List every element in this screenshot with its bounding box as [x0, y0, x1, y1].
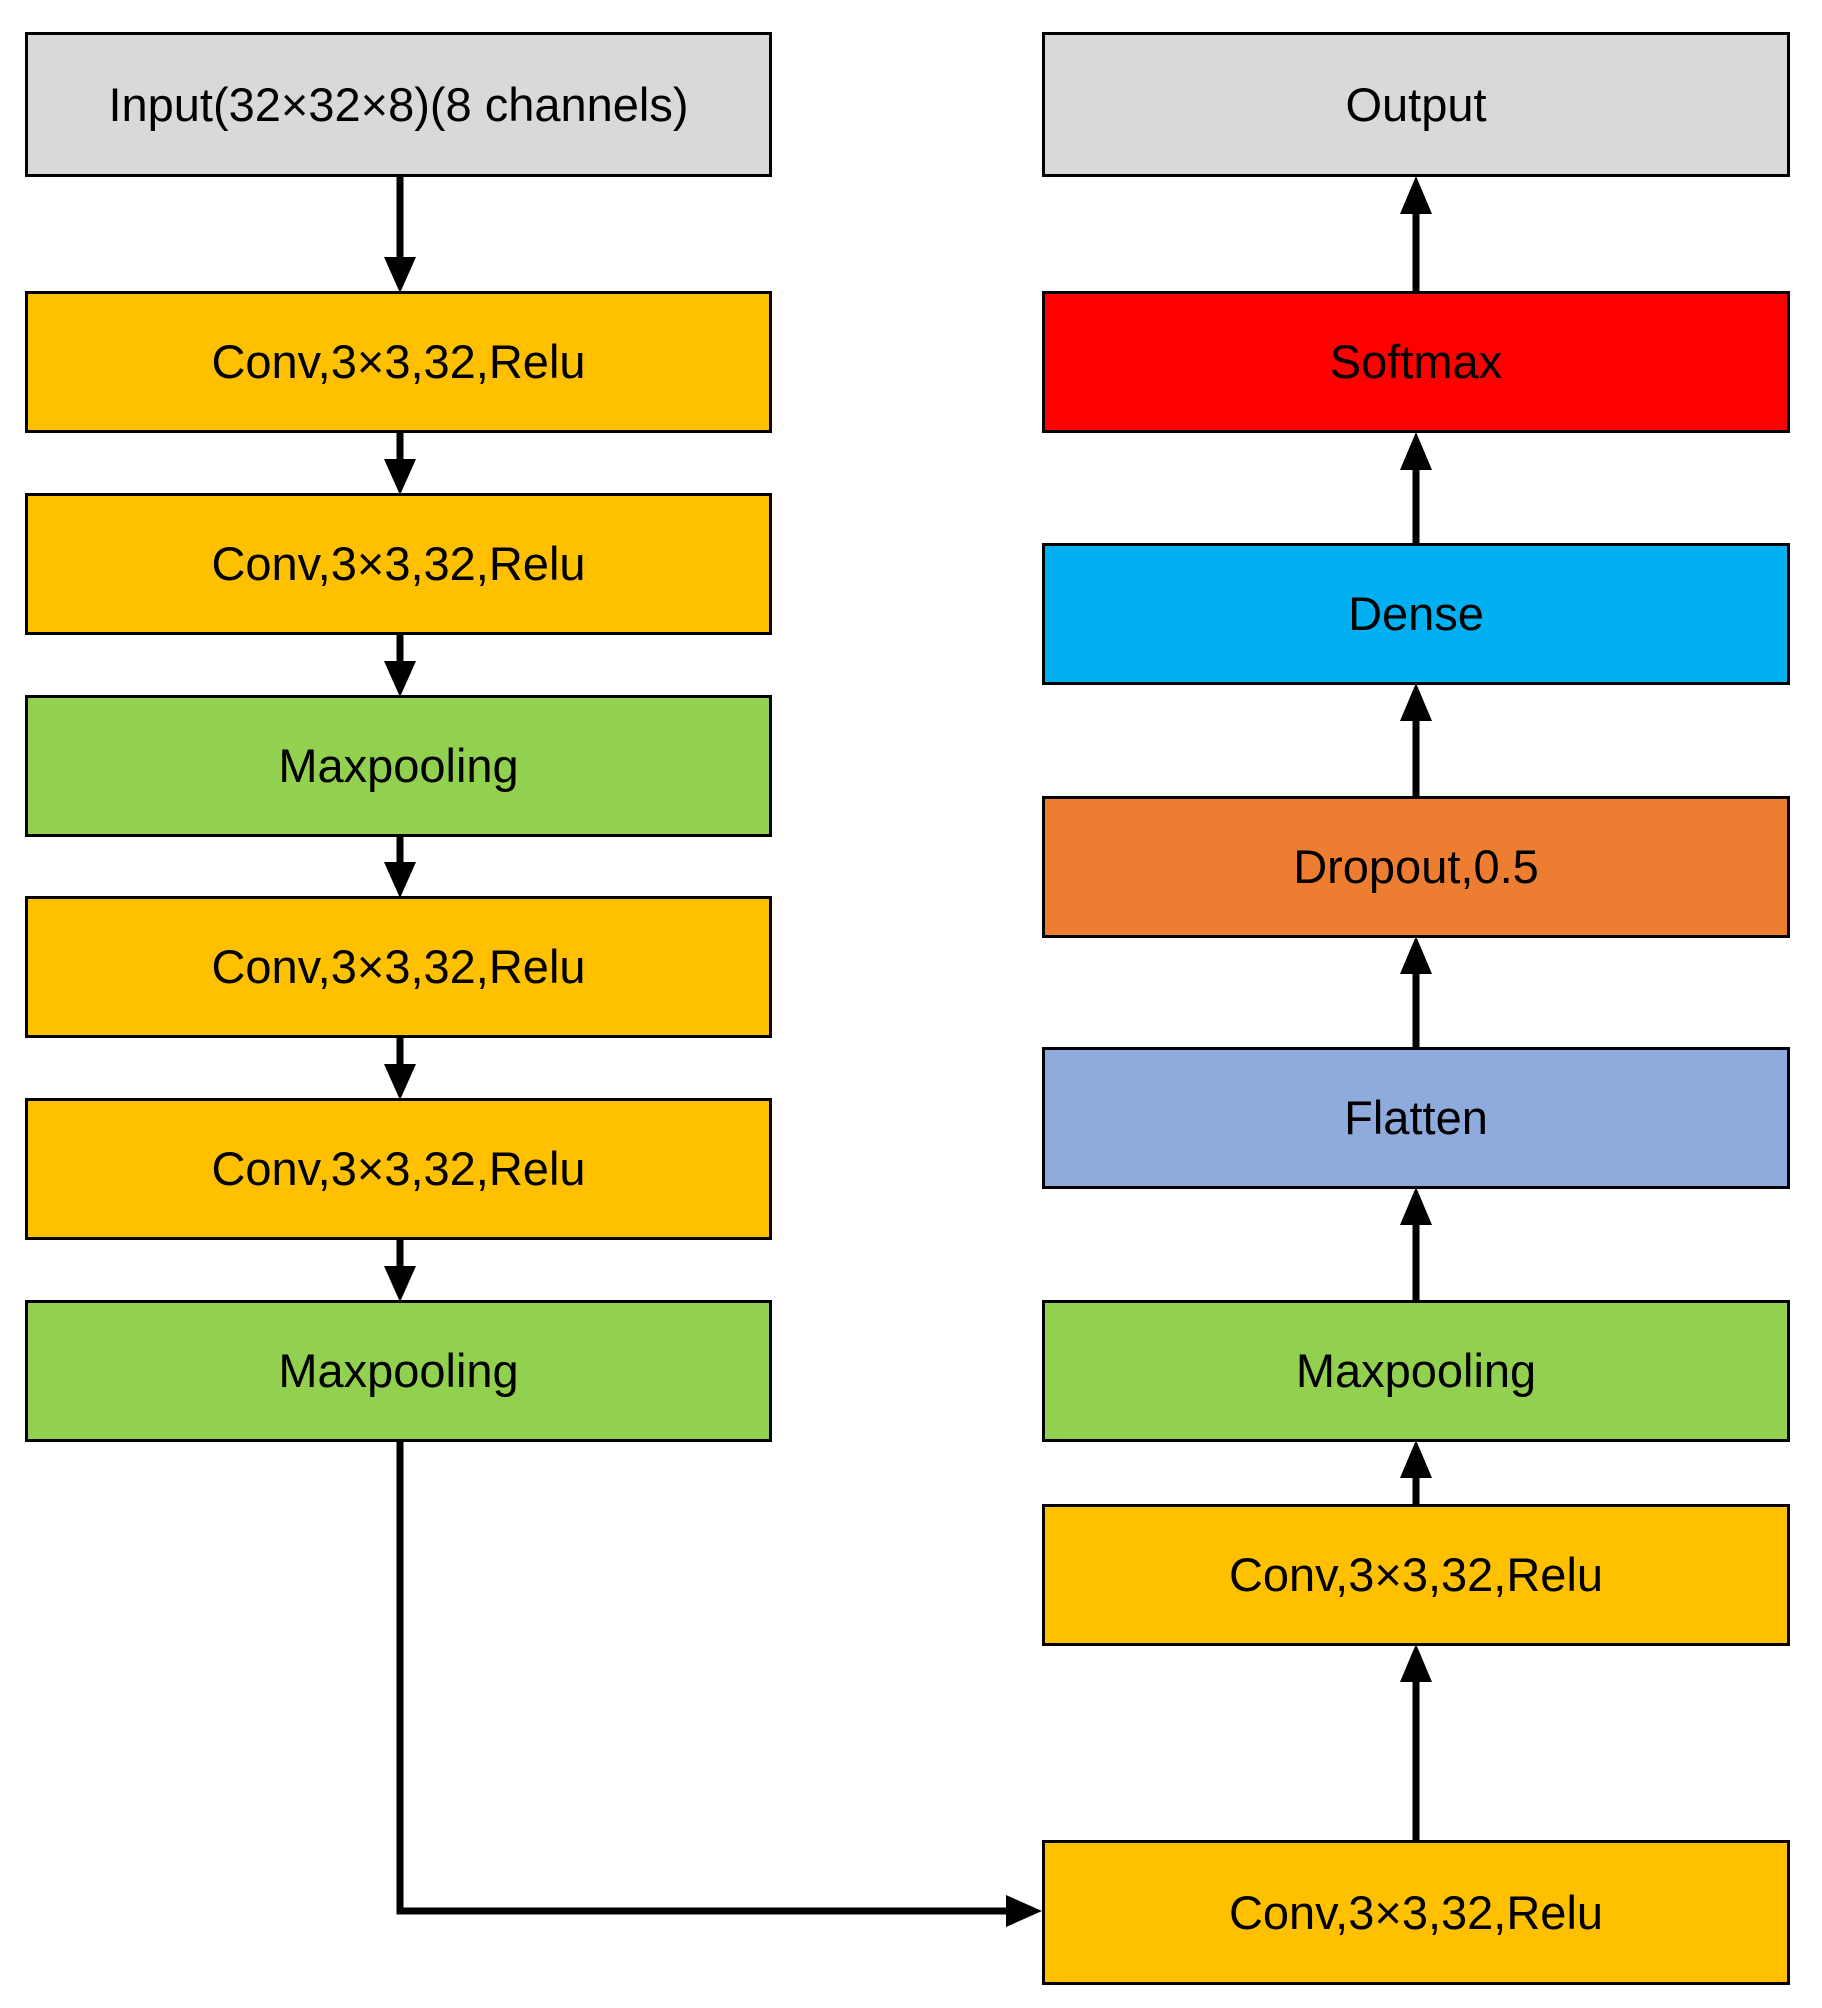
node-dense[interactable]: Dense: [1042, 543, 1790, 685]
node-pool2[interactable]: Maxpooling: [25, 1300, 772, 1442]
arrow-conv6-to-pool3: [1396, 1438, 1436, 1506]
arrow-conv2-to-pool1: [380, 633, 420, 699]
node-conv1-label: Conv,3×3,32,Relu: [211, 335, 586, 389]
arrow-conv1-to-conv2: [380, 431, 420, 497]
node-output[interactable]: Output: [1042, 32, 1790, 177]
node-conv1[interactable]: Conv,3×3,32,Relu: [25, 291, 772, 433]
arrow-flatten-to-dropout: [1396, 934, 1436, 1050]
node-input[interactable]: Input(32×32×8)(8 channels): [25, 32, 772, 177]
node-conv3[interactable]: Conv,3×3,32,Relu: [25, 896, 772, 1038]
node-flatten[interactable]: Flatten: [1042, 1047, 1790, 1189]
arrow-conv4-to-pool2: [380, 1238, 420, 1304]
node-output-label: Output: [1345, 77, 1487, 131]
node-conv6-label: Conv,3×3,32,Relu: [1228, 1548, 1604, 1602]
node-conv5-label: Conv,3×3,32,Relu: [1228, 1885, 1604, 1939]
node-pool1[interactable]: Maxpooling: [25, 695, 772, 837]
arrow-pool3-to-flatten: [1396, 1185, 1436, 1303]
node-dropout[interactable]: Dropout,0.5: [1042, 796, 1790, 938]
node-dropout-label: Dropout,0.5: [1293, 840, 1539, 894]
node-pool3[interactable]: Maxpooling: [1042, 1300, 1790, 1442]
node-softmax-label: Softmax: [1329, 335, 1503, 389]
arrow-input-to-conv1: [380, 175, 420, 295]
node-input-label: Input(32×32×8)(8 channels): [108, 77, 689, 131]
node-conv6[interactable]: Conv,3×3,32,Relu: [1042, 1504, 1790, 1646]
node-pool3-label: Maxpooling: [1295, 1344, 1537, 1398]
node-softmax[interactable]: Softmax: [1042, 291, 1790, 433]
node-flatten-label: Flatten: [1344, 1091, 1488, 1145]
node-pool2-label: Maxpooling: [278, 1344, 519, 1398]
node-dense-label: Dense: [1348, 587, 1484, 641]
node-conv4-label: Conv,3×3,32,Relu: [211, 1142, 586, 1196]
arrow-pool1-to-conv3: [380, 835, 420, 900]
node-conv4[interactable]: Conv,3×3,32,Relu: [25, 1098, 772, 1240]
node-conv2-label: Conv,3×3,32,Relu: [211, 537, 586, 591]
arrow-dense-to-softmax: [1396, 430, 1436, 546]
arrow-conv3-to-conv4: [380, 1036, 420, 1102]
connector-pool2-to-conv5: [380, 1440, 1060, 1940]
node-pool1-label: Maxpooling: [278, 739, 519, 793]
arrow-softmax-to-output: [1396, 174, 1436, 294]
node-conv2[interactable]: Conv,3×3,32,Relu: [25, 493, 772, 635]
arrow-dropout-to-dense: [1396, 681, 1436, 799]
node-conv5[interactable]: Conv,3×3,32,Relu: [1042, 1840, 1790, 1985]
arrow-conv5-to-conv6: [1396, 1642, 1436, 1842]
node-conv3-label: Conv,3×3,32,Relu: [211, 940, 586, 994]
